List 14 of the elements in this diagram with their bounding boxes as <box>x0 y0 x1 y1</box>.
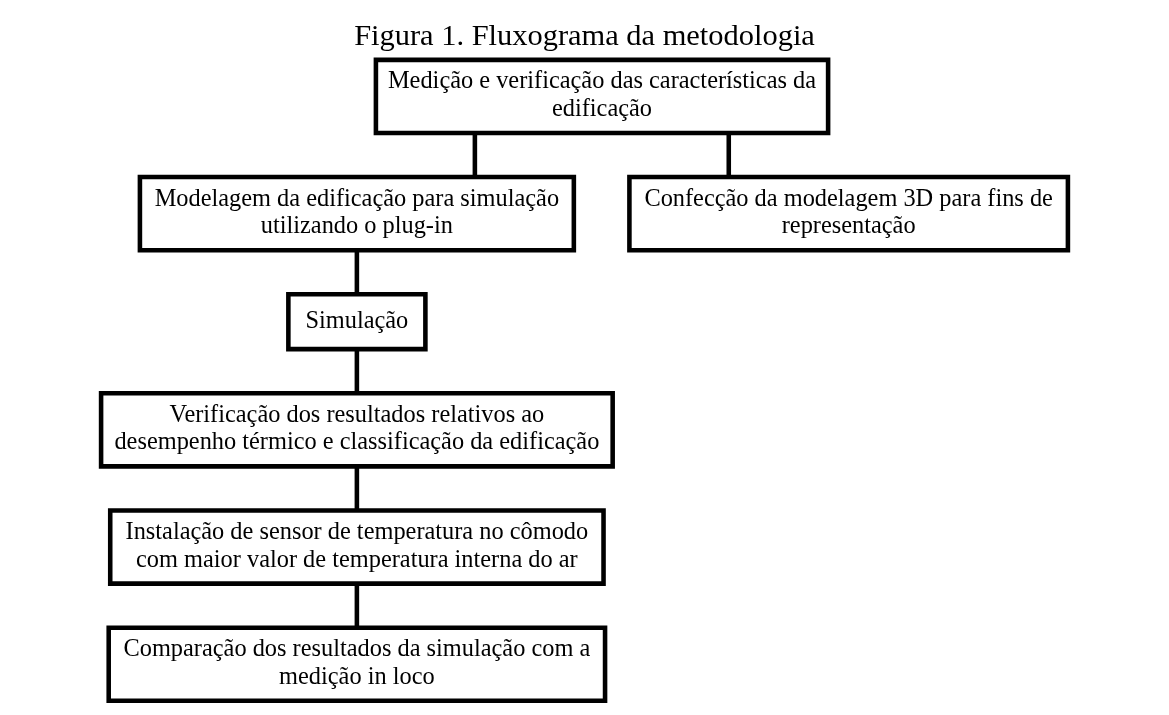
connector <box>726 133 732 177</box>
diagram-title: Figura 1. Fluxograma da metodologia <box>354 17 815 52</box>
node-box: Comparação dos resultados da simulação com a medição in loco <box>106 625 608 704</box>
connector <box>354 466 360 511</box>
node-box: Medição e verificação das características da edificação <box>373 57 831 136</box>
node-box: Instalação de sensor de temperatura no cômodo com maior valor de temperatura interna do ar <box>107 508 606 586</box>
connector <box>472 133 478 177</box>
connector <box>354 250 360 294</box>
connector <box>354 349 360 394</box>
node-box: Confecção da modelagem 3D para fins de representação <box>627 174 1071 253</box>
node-box: Simulação <box>286 292 428 352</box>
node-box: Verificação dos resultados relativos ao desempenho térmico e classificação da edificação <box>98 391 615 469</box>
connector <box>354 584 360 628</box>
node-box: Modelagem da edificação para simulação utilizando o plug-in <box>137 174 577 253</box>
